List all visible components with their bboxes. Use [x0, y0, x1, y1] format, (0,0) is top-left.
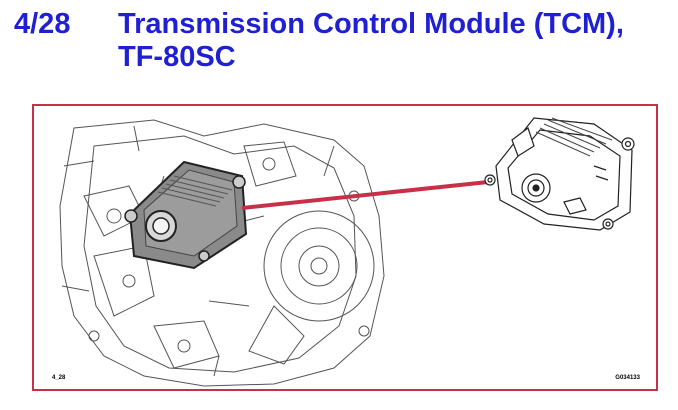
tcm-detail-drawing	[484, 117, 635, 231]
tcm-on-transmission	[124, 160, 248, 270]
figure-frame: 4_28 G034133	[32, 104, 658, 391]
transmission-illustration	[59, 117, 635, 387]
leader-line	[241, 180, 489, 210]
slide-title-line-2: TF-80SC	[118, 41, 236, 73]
slide-number: 4/28	[14, 8, 71, 40]
figure-reference-right: G034133	[615, 375, 640, 381]
figure-reference-left: 4_28	[52, 375, 66, 381]
slide-title: Transmission Control Module (TCM), TF-80…	[118, 8, 624, 74]
transmission-housing-drawing	[59, 119, 385, 387]
slide-title-line-1: Transmission Control Module (TCM),	[118, 8, 624, 40]
